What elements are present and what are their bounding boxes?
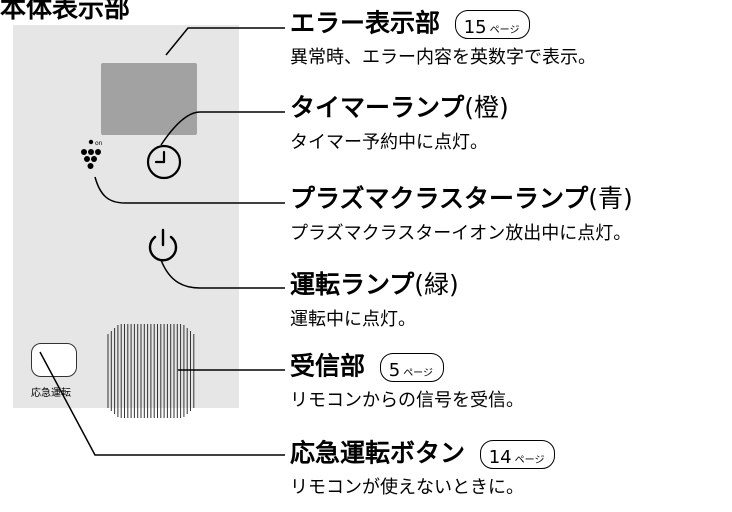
desc-operation-lamp: 運転中に点灯。 xyxy=(290,309,416,330)
power-icon xyxy=(148,228,178,262)
desc-timer-lamp: タイマー予約中に点灯。 xyxy=(290,132,488,153)
label-plasmacluster-lamp: プラズマクラスターランプ(青) xyxy=(290,184,633,213)
label-operation-lamp: 運転ランプ(緑) xyxy=(290,270,459,299)
desc-receiver: リモコンからの信号を受信。 xyxy=(290,390,524,411)
plasmacluster-small-text: on xyxy=(95,140,103,147)
emergency-operation-button[interactable] xyxy=(31,343,77,377)
desc-error-display: 異常時、エラー内容を英数字で表示。 xyxy=(290,47,596,68)
receiver-grille xyxy=(107,324,195,418)
unit-front-panel: 応急運転 xyxy=(13,25,239,418)
desc-plasmacluster-lamp: プラズマクラスターイオン放出中に点灯。 xyxy=(290,223,632,244)
clock-icon xyxy=(146,144,182,180)
emergency-operation-label: 応急運転 xyxy=(31,388,71,399)
page-heading: 本体表示部 xyxy=(0,0,131,24)
grape-cluster-icon: on xyxy=(81,139,103,169)
label-timer-lamp: タイマーランプ(橙) xyxy=(290,93,509,122)
error-display xyxy=(101,63,197,135)
desc-emergency-button: リモコンが使えないときに。 xyxy=(290,477,524,498)
